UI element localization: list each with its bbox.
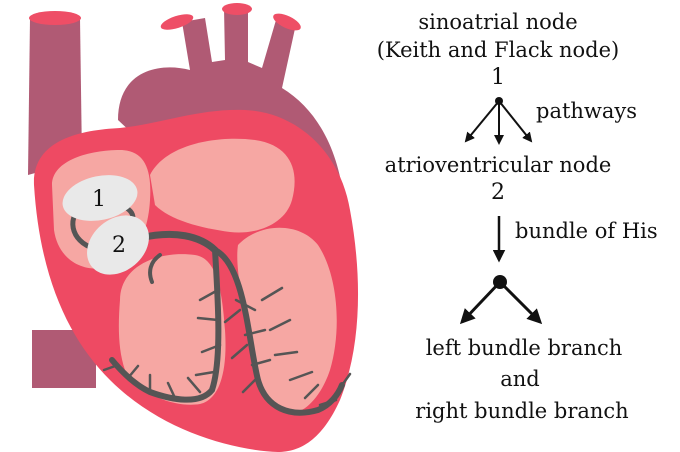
pathways-label: pathways <box>536 99 637 123</box>
vena-cava-opening <box>29 11 81 25</box>
sa-node-title: sinoatrial node <box>418 10 577 34</box>
branch-arrow-right <box>498 280 543 325</box>
right-branch-label: right bundle branch <box>415 399 628 423</box>
bundle-of-his <box>136 230 219 254</box>
av-node-title: atrioventricular node <box>385 153 612 177</box>
ventricle-septum-fiber <box>148 253 162 284</box>
left-branch-label: left bundle branch <box>426 336 623 360</box>
av-node-label: 2 <box>112 233 126 258</box>
superior-vena-cava <box>28 18 82 175</box>
bundle-label: bundle of His <box>515 219 658 243</box>
pathways-arrow-right <box>498 100 533 143</box>
left-atrium-chamber <box>150 138 295 233</box>
sa-node-label: 1 <box>92 187 106 212</box>
purkinje-fibers <box>102 286 352 407</box>
sa-node-alt-name: (Keith and Flack node) <box>377 38 619 62</box>
right-bundle-branch-fiber <box>109 247 222 403</box>
heart-illustration: 1 2 <box>28 3 359 452</box>
right-ventricle-chamber <box>118 254 226 405</box>
sa-node-number: 1 <box>491 65 505 90</box>
aorta-branch-3-opening <box>273 13 301 31</box>
sa-node <box>62 175 138 221</box>
aorta-branch-1-opening <box>160 14 194 30</box>
pathways-arrow-left <box>464 100 500 143</box>
av-node-number: 2 <box>491 180 505 205</box>
branch-arrow-left <box>459 280 502 325</box>
inferior-vena-cava <box>32 330 96 388</box>
av-node <box>87 215 149 275</box>
aorta-branch-2-opening <box>222 3 252 15</box>
conjunction-label: and <box>500 367 540 391</box>
conduction-legend: sinoatrial node (Keith and Flack node) 1… <box>377 10 658 423</box>
